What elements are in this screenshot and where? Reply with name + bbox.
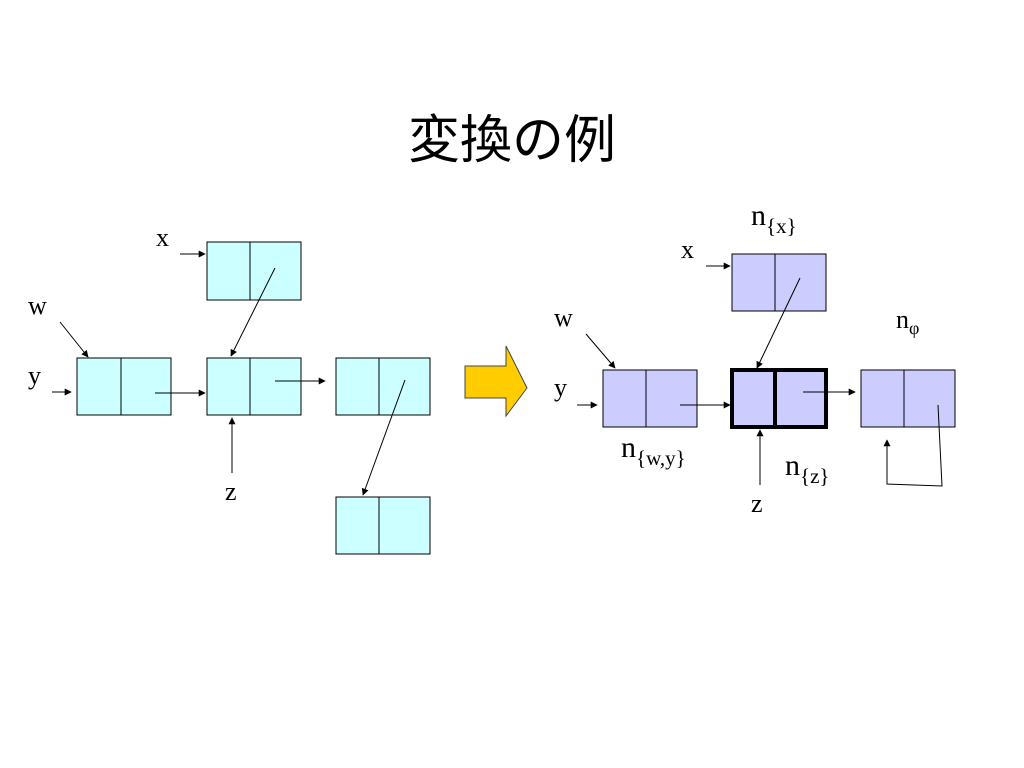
right-diagram: x w y z n{x} nφ n{w,y} n{z} — [554, 199, 956, 518]
right-node-nphi — [860, 369, 956, 428]
right-node-nx — [731, 253, 827, 312]
left-node-bottom — [335, 496, 431, 555]
left-edge-right-to-bottom — [361, 379, 406, 496]
right-label-w: w — [554, 303, 573, 332]
right-label-z: z — [751, 489, 763, 518]
right-edge-nphi-self-loop — [883, 404, 943, 487]
right-edge-nx-to-nz — [756, 277, 801, 369]
left-label-x: x — [156, 223, 169, 252]
node-name-nx: n{x} — [751, 199, 797, 238]
transform-arrow-icon — [464, 345, 528, 418]
right-node-nz — [730, 368, 828, 429]
node-name-nz: n{z} — [785, 449, 829, 488]
left-label-w: w — [28, 291, 47, 320]
left-node-wy — [76, 357, 172, 416]
slide-title: 変換の例 — [407, 111, 616, 171]
left-node-z — [206, 357, 302, 416]
right-node-nwy — [602, 369, 698, 428]
left-arrow-w — [59, 321, 89, 358]
right-label-y: y — [554, 373, 567, 402]
left-diagram: x w y z — [28, 223, 431, 555]
left-node-right — [335, 357, 431, 416]
node-name-nphi: nφ — [896, 305, 919, 338]
right-label-x: x — [681, 235, 694, 264]
right-arrow-w — [585, 333, 616, 369]
left-edge-x-to-z — [230, 267, 276, 357]
node-name-nwy: n{w,y} — [621, 431, 686, 470]
left-label-z: z — [225, 477, 237, 506]
left-label-y: y — [28, 361, 41, 390]
left-node-x — [206, 241, 302, 301]
